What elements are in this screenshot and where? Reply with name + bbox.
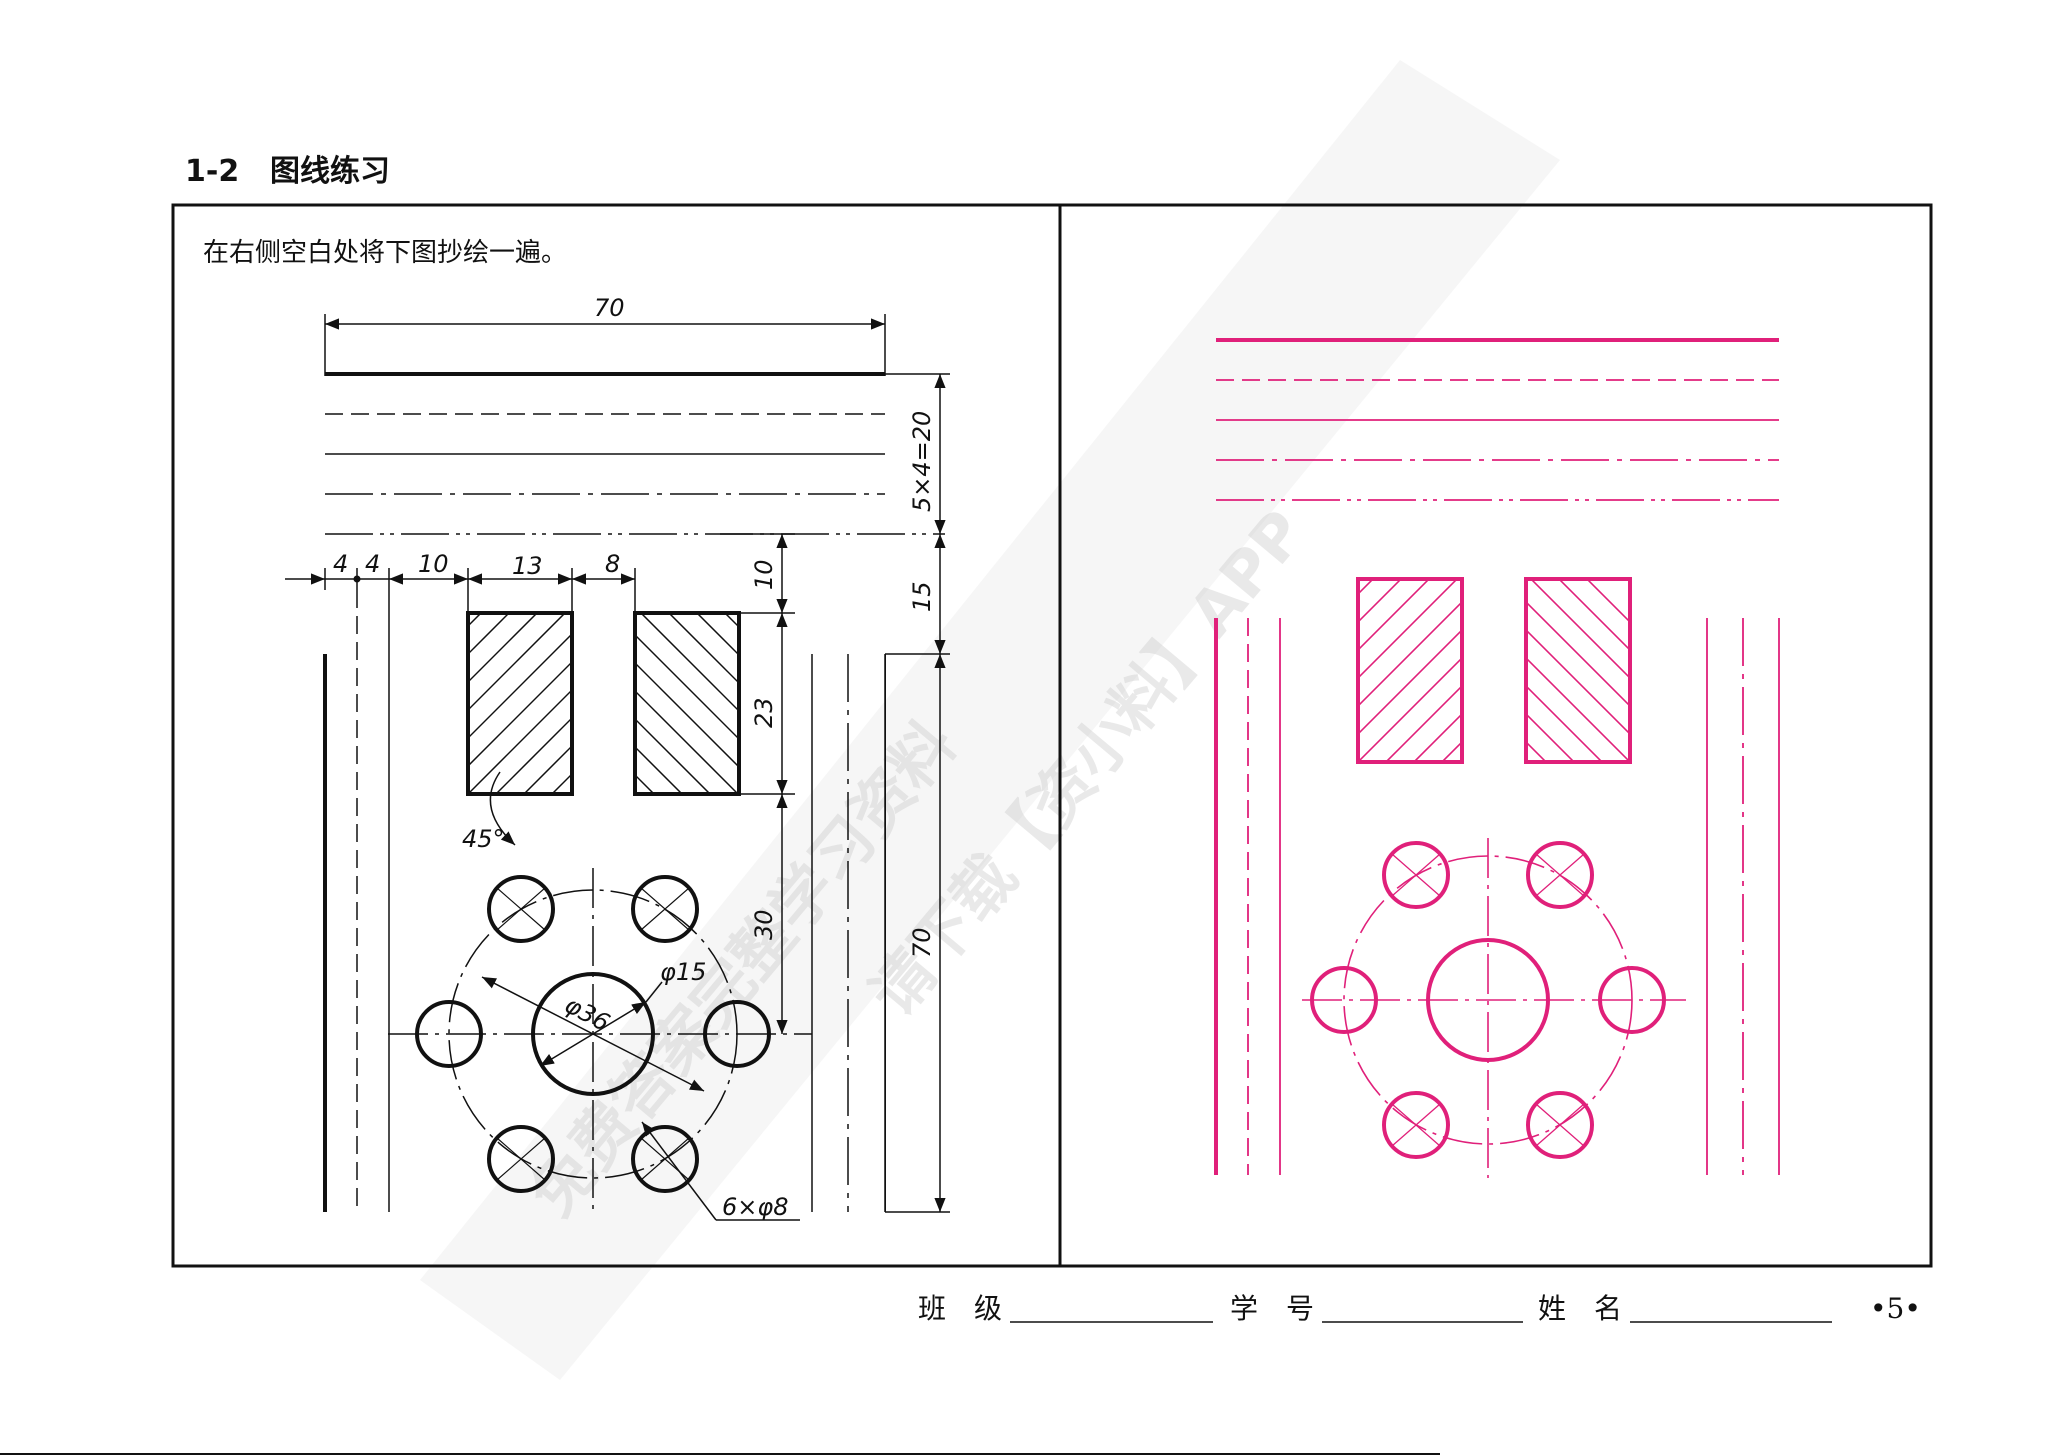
footer: 班 级 学 号 姓 名 •5•	[918, 1292, 1921, 1325]
student-id-label: 学 号	[1230, 1292, 1314, 1325]
class-label: 班 级	[918, 1292, 1002, 1325]
pink-hole-pattern	[1302, 838, 1686, 1178]
hatched-rectangle-left	[466, 611, 574, 796]
dim-70-side: 70	[908, 927, 936, 958]
instruction-text: 在右侧空白处将下图抄绘一遍。	[203, 238, 567, 268]
dim-15: 15	[908, 581, 936, 612]
pink-hatched-rectangle-left	[1356, 577, 1464, 764]
dim-phi36: φ36	[560, 991, 614, 1037]
dim-10a: 10	[418, 550, 449, 578]
dim-8: 8	[605, 550, 620, 578]
reference-drawing	[285, 314, 950, 1221]
dim-13: 13	[512, 552, 543, 580]
dim-70-top: 70	[594, 294, 625, 322]
dim-phi15: φ15	[660, 958, 706, 986]
section-number: 1-2	[185, 154, 239, 189]
dim-10b: 10	[750, 559, 778, 590]
page-number: •5•	[1870, 1292, 1921, 1325]
exercise-frame	[171, 203, 1933, 1268]
hole-pattern	[388, 868, 812, 1221]
pink-hatched-rectangle-right	[1524, 577, 1632, 764]
dim-5x4-20: 5×4=20	[908, 411, 936, 512]
dim-4a: 4	[333, 550, 348, 578]
name-label: 姓 名	[1538, 1292, 1622, 1325]
hatched-rectangle-right	[633, 611, 741, 796]
dim-45-degrees: 45°	[462, 825, 505, 853]
dim-23: 23	[750, 697, 778, 728]
dim-30: 30	[750, 909, 778, 940]
section-title: 图线练习	[270, 154, 390, 189]
watermark: 免费答案完整学习资料 请下载【资小料】APP	[420, 60, 1560, 1380]
dim-6xphi8: 6×φ8	[722, 1193, 788, 1221]
dim-4b: 4	[365, 550, 380, 578]
practice-template	[1214, 338, 1780, 1178]
